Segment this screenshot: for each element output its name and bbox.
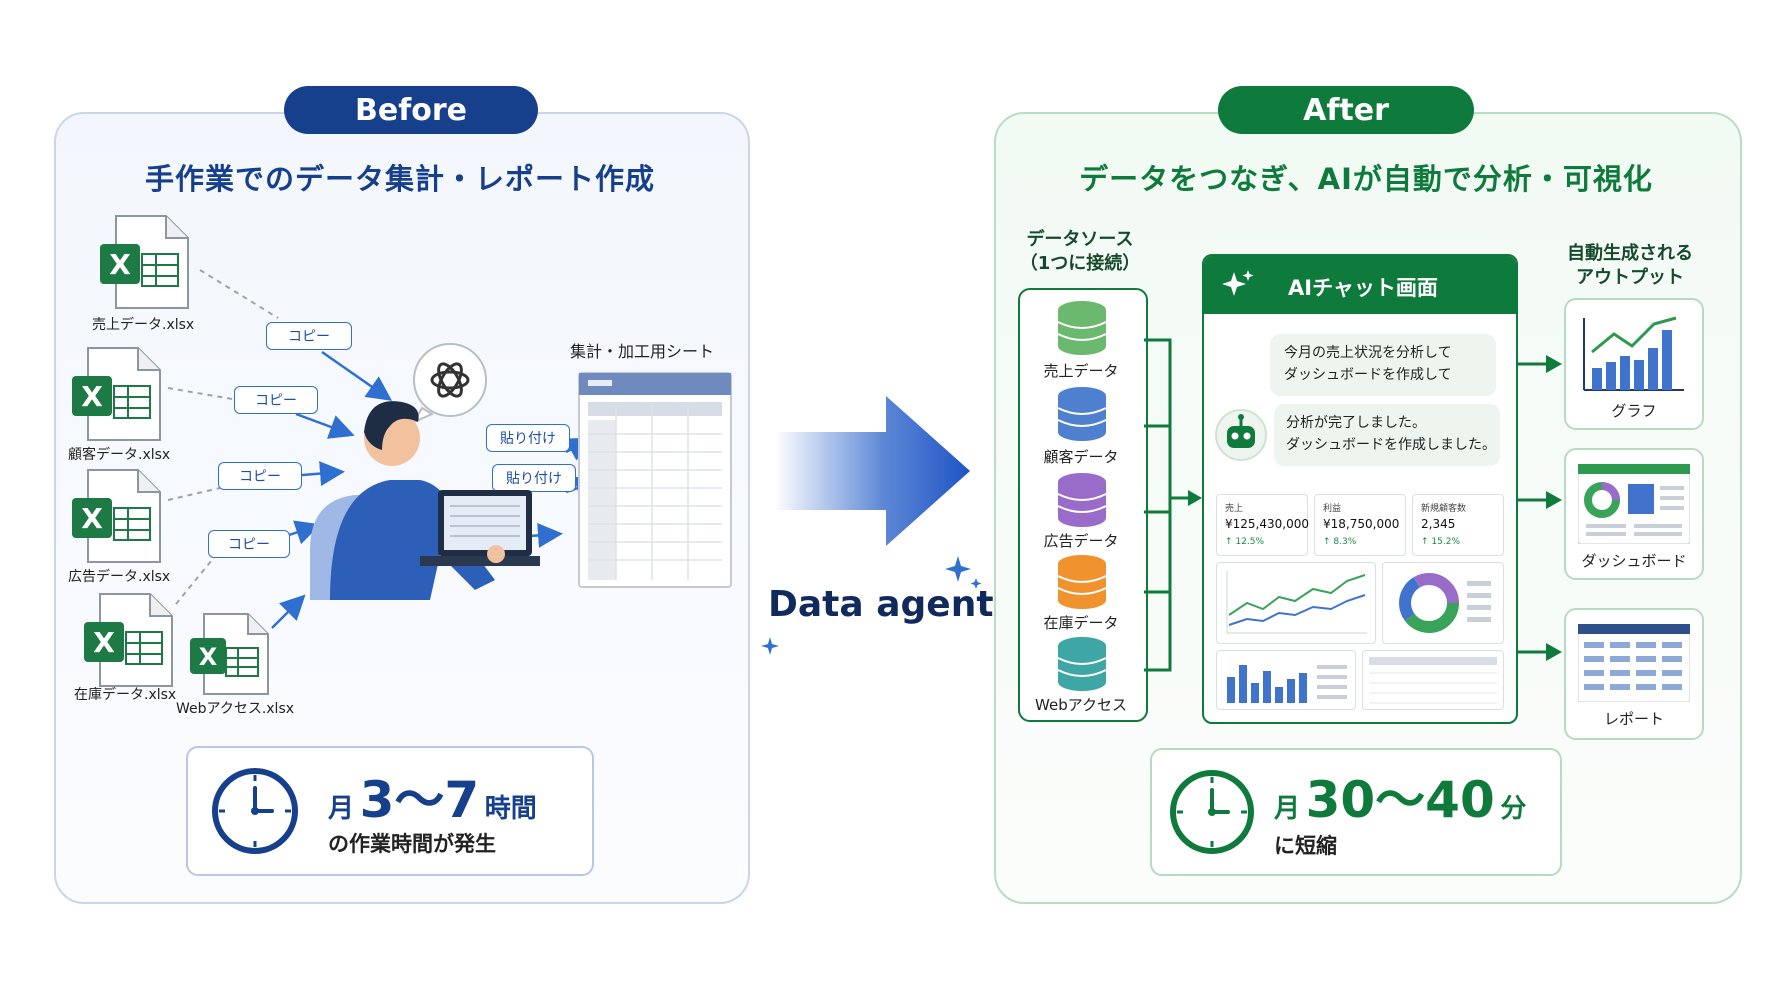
user-message-bubble: 今月の売上状況を分析して ダッシュボードを作成して (1270, 334, 1496, 396)
dashboard-icon (1578, 464, 1690, 544)
clock-icon (212, 768, 298, 854)
excel-file-icon: X (82, 592, 178, 688)
person-at-laptop-illustration (310, 343, 540, 600)
donut-chart-thumbnail (1382, 562, 1504, 644)
output-label: ダッシュボード (1581, 552, 1687, 570)
after-time-box: 月 30〜40 分 に短縮 (1150, 748, 1562, 876)
svg-text:X: X (81, 380, 103, 413)
file-label: 在庫データ.xlsx (74, 687, 177, 703)
spreadsheet-icon (578, 372, 732, 588)
big-arrow-icon (774, 396, 970, 546)
excel-file-icon: X (98, 214, 194, 310)
data-source-label: 広告データ (1043, 532, 1119, 550)
excel-file-icon: X (70, 346, 166, 442)
data-source-label: Webアクセス (1035, 696, 1127, 714)
line-chart-thumbnail (1216, 562, 1376, 644)
output-dashboard-card: ダッシュボード (1564, 448, 1704, 580)
data-source-label: 売上データ (1043, 362, 1119, 380)
metric-card: 売上 ¥125,430,000 ↑ 12.5% (1216, 494, 1309, 556)
output-report-card: レポート (1564, 608, 1704, 740)
time-prefix: 月 (328, 794, 355, 824)
copy-tag: コピー (208, 530, 290, 558)
database-icon (1057, 555, 1107, 609)
chat-header (1204, 256, 1516, 314)
time-range: 3〜7 (359, 771, 480, 829)
chat-title: AIチャット画面 (1288, 276, 1438, 300)
source-connector (1144, 338, 1202, 672)
paste-tag: 貼り付け (486, 424, 570, 452)
svg-text:X: X (199, 643, 218, 671)
time-caption: の作業時間が発生 (328, 832, 496, 856)
file-label: Webアクセス.xlsx (176, 701, 295, 717)
robot-avatar-icon (1215, 409, 1267, 461)
paste-tag: 貼り付け (492, 464, 576, 492)
table-thumbnail (1362, 650, 1504, 710)
after-badge: After (1218, 86, 1474, 134)
bar-chart-thumbnail (1216, 650, 1356, 710)
sparkle-icon (761, 637, 779, 655)
ai-chat-window: AIチャット画面 今月の売上状況を分析して ダッシュボードを作成して 分析が完了… (1202, 254, 1518, 724)
svg-text:X: X (93, 626, 115, 659)
sparkle-icon (1222, 270, 1254, 296)
output-graph-card: グラフ (1564, 298, 1704, 430)
output-label: グラフ (1611, 402, 1657, 420)
time-unit: 時間 (484, 794, 537, 824)
copy-tag: コピー (234, 386, 318, 414)
file-label: 広告データ.xlsx (68, 569, 171, 585)
bot-message-bubble: 分析が完了しました。 ダッシュボードを作成しました。 (1274, 404, 1500, 466)
time-unit: 分 (1500, 794, 1527, 824)
output-label: レポート (1603, 710, 1664, 728)
outputs-title: 自動生成される アウトプット (1567, 243, 1693, 288)
excel-file-icon: X (188, 612, 272, 696)
data-source-label: 在庫データ (1043, 614, 1119, 632)
sparkle-icon (945, 556, 982, 589)
data-source-label: 顧客データ (1043, 448, 1119, 466)
svg-text:X: X (81, 502, 103, 535)
database-icon (1057, 301, 1107, 355)
graph-icon (1583, 316, 1684, 391)
time-prefix: 月 (1274, 794, 1301, 824)
metric-card: 新規顧客数 2,345 ↑ 15.2% (1412, 494, 1504, 556)
database-icon (1057, 387, 1107, 441)
clock-icon (1170, 770, 1254, 854)
metric-card: 利益 ¥18,750,000 ↑ 8.3% (1314, 494, 1406, 556)
file-label: 顧客データ.xlsx (68, 447, 171, 463)
copy-tag: コピー (218, 462, 302, 490)
database-icon (1057, 637, 1107, 691)
data-sources-title: データソース （1つに接続） (1019, 229, 1141, 274)
time-caption: に短縮 (1274, 834, 1337, 858)
report-icon (1578, 624, 1690, 702)
before-heading: 手作業でのデータ集計・レポート作成 (144, 162, 655, 196)
time-range: 30〜40 (1305, 771, 1495, 829)
copy-tag: コピー (266, 322, 352, 350)
svg-text:X: X (109, 248, 131, 281)
data-agent-label: Data agent (768, 584, 994, 625)
output-arrows (1516, 355, 1562, 661)
excel-file-icon: X (70, 468, 166, 564)
before-badge: Before (284, 86, 538, 134)
before-time-box: 月 3〜7 時間 の作業時間が発生 (186, 746, 594, 876)
after-heading: データをつなぎ、AIが自動で分析・可視化 (1079, 162, 1653, 196)
database-icon (1057, 473, 1107, 527)
sheet-title: 集計・加工用シート (570, 342, 715, 361)
file-label: 売上データ.xlsx (92, 317, 195, 333)
